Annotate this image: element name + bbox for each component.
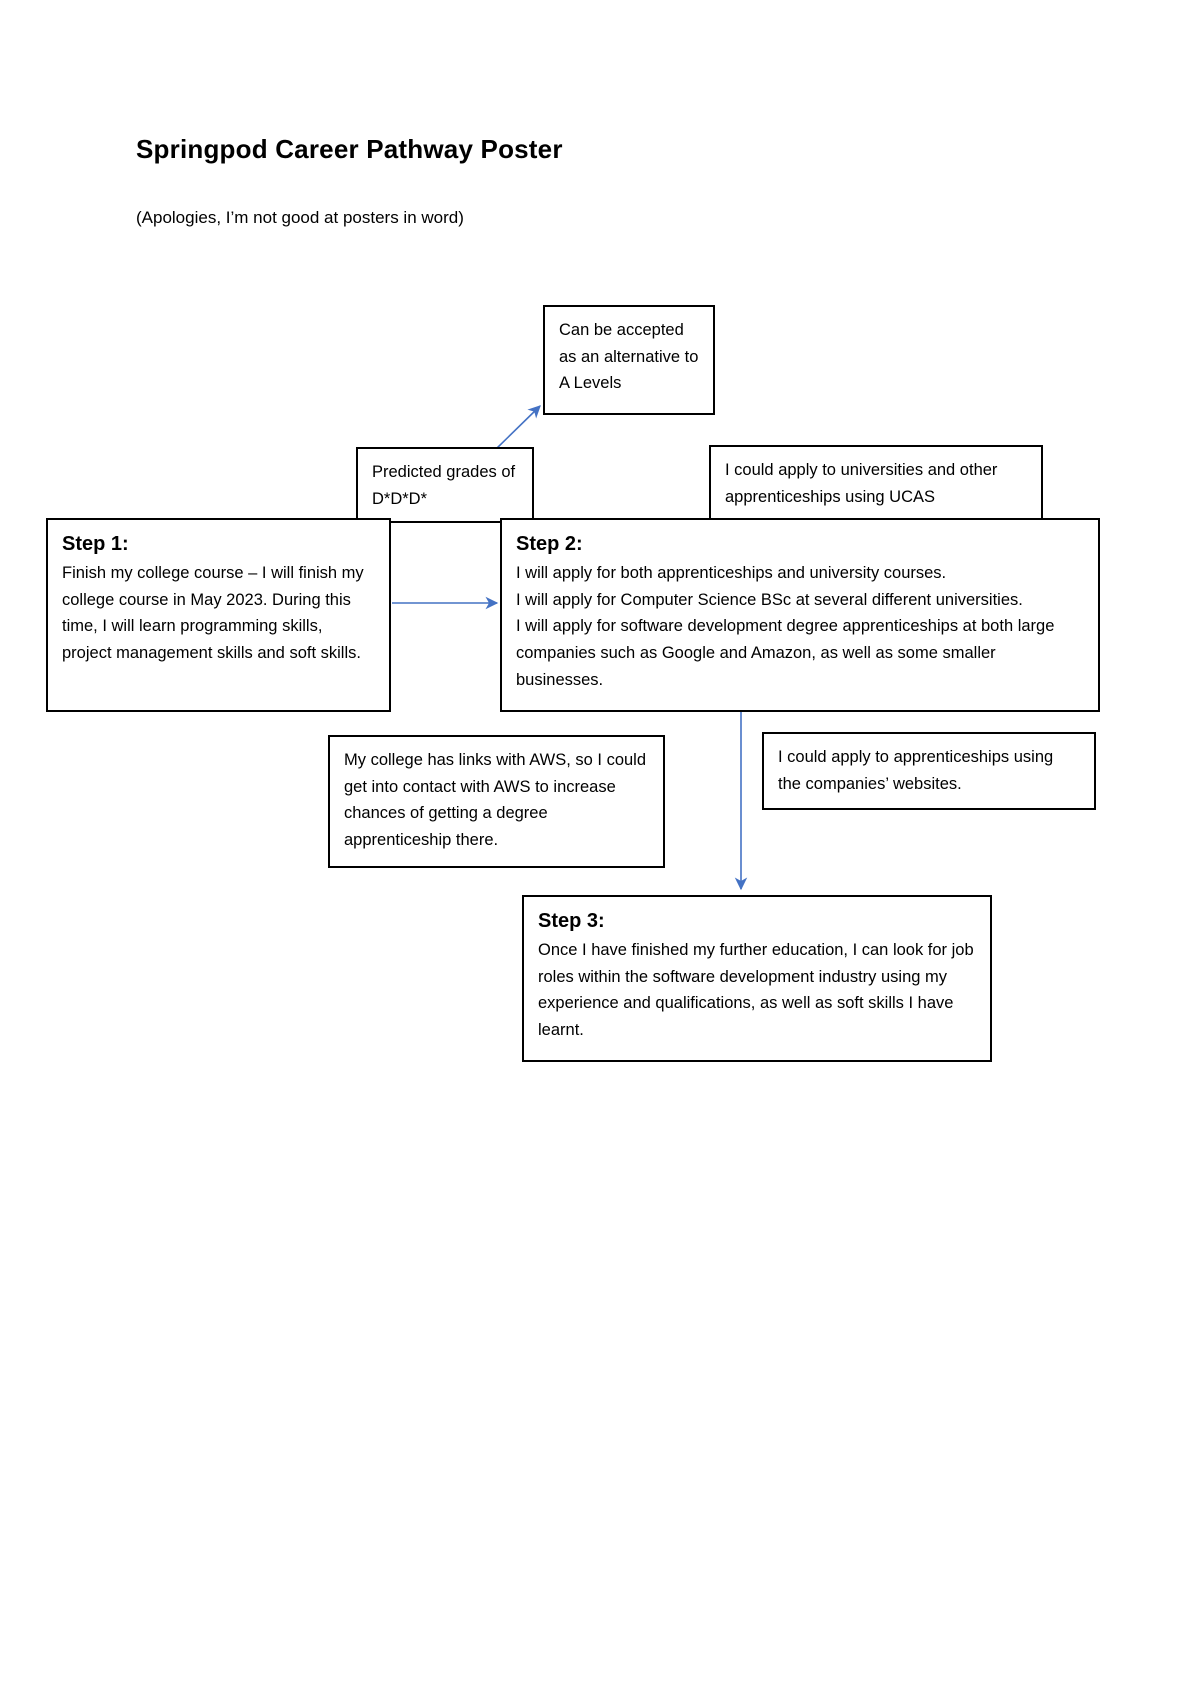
step-box-1: Step 1: Finish my college course – I wil… <box>46 518 391 712</box>
step-3-text: Once I have finished my further educatio… <box>538 941 974 1040</box>
note-predicted-grades-text: Predicted grades of D*D*D* <box>372 463 516 508</box>
note-websites-text: I could apply to apprenticeships using t… <box>778 748 1054 793</box>
step-box-3: Step 3: Once I have finished my further … <box>522 895 992 1062</box>
step-2-text: I will apply for both apprenticeships an… <box>516 564 1055 689</box>
note-box-aws-links: My college has links with AWS, so I coul… <box>328 735 665 868</box>
note-box-alternative-to-a-levels: Can be accepted as an alternative to A L… <box>543 305 715 415</box>
page-title: Springpod Career Pathway Poster <box>136 134 563 164</box>
arrow-predicted-to-alternative <box>494 405 541 451</box>
step-1-text: Finish my college course – I will finish… <box>62 564 364 663</box>
note-box-predicted-grades: Predicted grades of D*D*D* <box>356 447 534 523</box>
step-box-2: Step 2: I will apply for both apprentice… <box>500 518 1100 712</box>
note-aws-text: My college has links with AWS, so I coul… <box>344 751 647 850</box>
step-2-heading: Step 2: <box>516 533 583 555</box>
note-box-ucas: I could apply to universities and other … <box>709 445 1043 521</box>
note-alternative-text: Can be accepted as an alternative to A L… <box>559 321 699 393</box>
page-subtitle: (Apologies, I’m not good at posters in w… <box>136 208 464 227</box>
note-ucas-text: I could apply to universities and other … <box>725 461 998 506</box>
step-1-heading: Step 1: <box>62 533 129 555</box>
step-3-heading: Step 3: <box>538 910 605 932</box>
note-box-company-websites: I could apply to apprenticeships using t… <box>762 732 1096 810</box>
